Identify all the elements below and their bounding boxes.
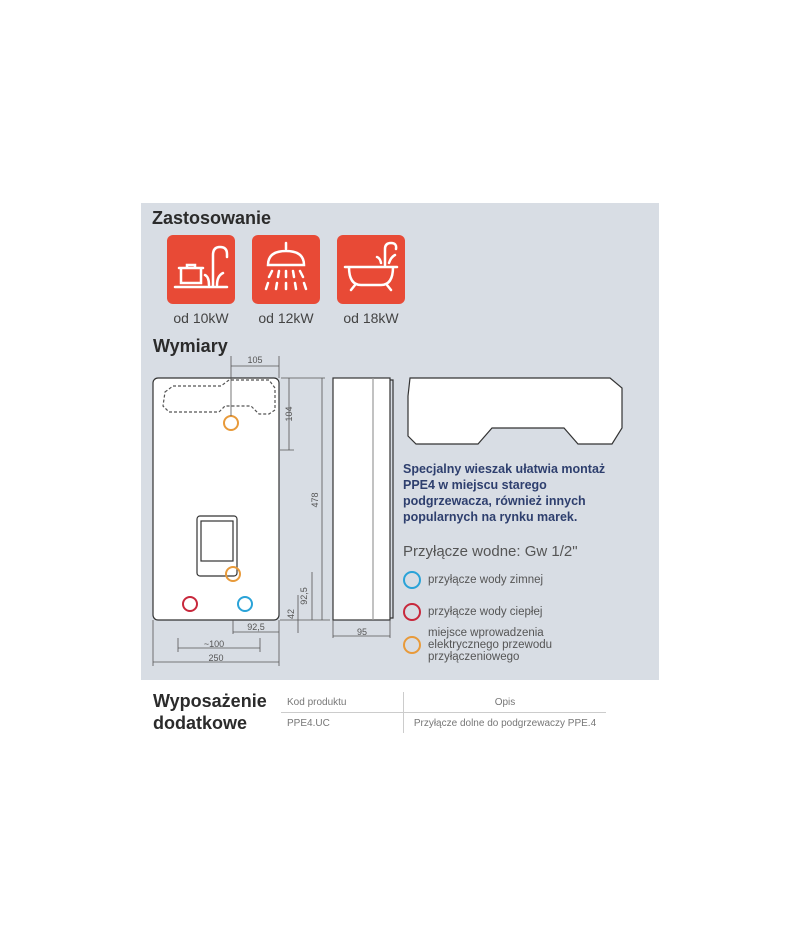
accessories-title-line1: Wyposażenie bbox=[153, 691, 267, 711]
water-connection-label: Przyłącze wodne: Gw 1/2" bbox=[403, 543, 578, 560]
legend-label: przyłącze wody ciepłej bbox=[428, 606, 543, 618]
dim-95: 95 bbox=[357, 627, 367, 637]
dim-92-5-h: 92,5 bbox=[247, 622, 265, 632]
hot-water-circle-icon bbox=[403, 603, 421, 621]
dim-104: 104 bbox=[284, 406, 294, 421]
electric-entry-bottom bbox=[225, 566, 241, 582]
application-label-18kw: od 18kW bbox=[343, 310, 399, 326]
mounting-hanger bbox=[407, 377, 623, 445]
hanger-outline bbox=[162, 379, 276, 415]
legend-hot-water: przyłącze wody ciepłej bbox=[403, 603, 542, 621]
cell-description: Przyłącze dolne do podgrzewaczy PPE.4 bbox=[403, 712, 606, 733]
table-row: PPE4.UC Przyłącze dolne do podgrzewaczy … bbox=[281, 712, 606, 733]
dim-42: 42 bbox=[286, 609, 296, 619]
shower-icon bbox=[252, 235, 320, 304]
bathtub-icon bbox=[337, 235, 405, 304]
pot-faucet-icon bbox=[167, 235, 235, 304]
application-label-10kw: od 10kW bbox=[173, 310, 229, 326]
dim-250: 250 bbox=[208, 653, 223, 663]
legend-electric-entry: miejsce wprowadzenia elektrycznego przew… bbox=[403, 627, 573, 663]
cold-water-circle-icon bbox=[403, 571, 421, 589]
header-description: Opis bbox=[403, 692, 606, 713]
legend-cold-water: przyłącze wody zimnej bbox=[403, 571, 543, 589]
heater-side-view bbox=[332, 377, 391, 621]
cold-water-connection bbox=[237, 596, 253, 612]
legend-label: miejsce wprowadzenia elektrycznego przew… bbox=[428, 627, 553, 663]
accessories-title: Wyposażenie dodatkowe bbox=[153, 690, 267, 734]
accessories-title-line2: dodatkowe bbox=[153, 713, 248, 733]
table-header-row: Kod produktu Opis bbox=[281, 692, 606, 713]
hot-water-connection bbox=[182, 596, 198, 612]
dim-105: 105 bbox=[247, 355, 262, 365]
cell-product-code: PPE4.UC bbox=[287, 717, 330, 729]
header-product-code: Kod produktu bbox=[281, 692, 404, 713]
section-title-dimensions: Wymiary bbox=[153, 336, 228, 356]
dim-92-5-v: 92,5 bbox=[299, 587, 309, 605]
hanger-note: Specjalny wieszak ułatwia montaż PPE4 w … bbox=[403, 462, 606, 524]
heater-front-view bbox=[152, 377, 280, 621]
electric-entry-circle-icon bbox=[403, 636, 421, 654]
dim-478: 478 bbox=[310, 492, 320, 507]
dim-100: ~100 bbox=[204, 639, 224, 649]
accessories-table: Kod produktu Opis PPE4.UC Przyłącze doln… bbox=[281, 692, 606, 733]
section-title-applications: Zastosowanie bbox=[152, 208, 272, 228]
legend-label: przyłącze wody zimnej bbox=[428, 574, 544, 586]
application-label-12kw: od 12kW bbox=[258, 310, 314, 326]
